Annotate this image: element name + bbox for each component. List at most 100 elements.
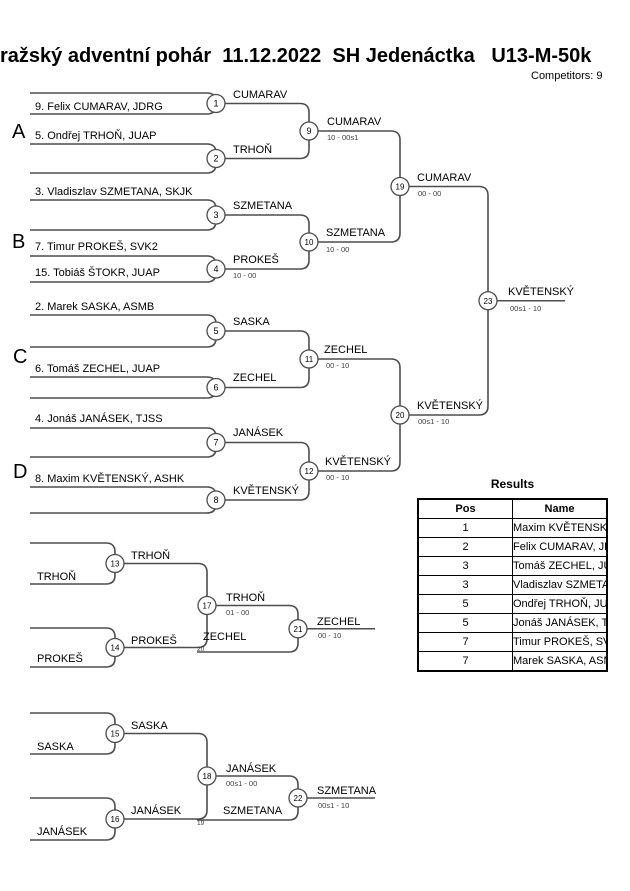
match-18-node: 18: [197, 766, 217, 786]
svg-text:3: 3: [213, 210, 218, 220]
group-c-label: C: [13, 346, 28, 368]
match-6-node: 6: [206, 377, 226, 398]
results-row: 5 Jonáš JANÁSEK, TJSS: [417, 613, 608, 633]
match-21-node: 21: [288, 619, 308, 639]
results-title: Results: [490, 477, 535, 491]
group-a-label: A: [12, 121, 26, 143]
svg-text:16: 16: [111, 815, 120, 824]
dropin-zechel-label: ZECHEL: [203, 631, 247, 643]
svg-text:8: 8: [213, 495, 218, 505]
match-15-node: 15: [105, 723, 125, 744]
result-name: Maxim KVĚTENSKÝ, ASHK: [512, 518, 608, 538]
match-7-winner-label: JANÁSEK: [233, 427, 284, 439]
match-3-node: 3: [206, 205, 226, 225]
entrant-janasek-label: 4. Jonáš JANÁSEK, TJSS: [35, 413, 163, 425]
results-row: 5 Ondřej TRHOŇ, JUAP: [417, 594, 608, 614]
match-8-winner-label: KVĚTENSKÝ: [233, 485, 300, 497]
svg-text:20: 20: [396, 411, 405, 420]
match-9-winner-label: CUMARAV: [327, 116, 382, 128]
group-d-label: D: [13, 461, 28, 483]
result-pos: 5: [417, 613, 513, 633]
match-11-score: 00 - 10: [326, 361, 350, 370]
match-23-score: 00s1 - 10: [510, 304, 542, 313]
match-18-score: 00s1 - 00: [226, 779, 258, 788]
entrant-zechel-label: 6. Tomáš ZECHEL, JUAP: [35, 363, 161, 375]
svg-text:21: 21: [294, 625, 303, 634]
consolation1-top-entrant-label: TRHOŇ: [37, 571, 77, 583]
match-18-winner-label: JANÁSEK: [226, 763, 277, 775]
match-11-node: 11: [299, 349, 319, 369]
match-5-winner-label: SASKA: [233, 316, 270, 328]
match-17-score: 01 - 00: [226, 608, 250, 617]
match-22-winner-label: SZMETANA: [317, 785, 377, 797]
match-4-winner-label: PROKEŠ: [233, 254, 279, 266]
match-10-score: 10 - 00: [326, 245, 350, 254]
group-b-label: B: [12, 231, 26, 253]
match-19-node: 19: [390, 176, 410, 197]
svg-text:1: 1: [213, 99, 218, 109]
entrant-stokr-label: 15. Tobiáš ŠTOKR, JUAP: [35, 267, 160, 279]
match-2-connector: [30, 143, 217, 174]
result-pos: 7: [417, 651, 513, 672]
competitors-count: Competitors: 9: [531, 70, 603, 82]
dropin-szmetana-source-match: 19: [197, 820, 205, 827]
match-5-node: 5: [206, 321, 226, 341]
match-13-node: 13: [105, 553, 125, 574]
match-23-winner-label: KVĚTENSKÝ: [508, 286, 575, 298]
match-2-node: 2: [206, 148, 226, 169]
match-4-node: 4: [206, 259, 226, 279]
svg-text:2: 2: [213, 154, 218, 164]
match-19-connector: [318, 130, 401, 243]
match-20-winner-label: KVĚTENSKÝ: [417, 400, 484, 412]
match-2-winner-label: TRHOŇ: [233, 144, 273, 156]
match-16-node: 16: [105, 809, 125, 829]
match-6-connector: [30, 376, 217, 399]
entrant-kvetensky-label: 8. Maxim KVĚTENSKÝ, ASHK: [35, 473, 185, 485]
results-row: 7 Marek SASKA, ASMB: [417, 651, 608, 672]
result-pos: 3: [417, 575, 513, 595]
match-9-score: 10 - 00s1: [327, 133, 359, 142]
match-20-node: 20: [390, 405, 410, 425]
match-17-node: 17: [197, 595, 217, 616]
consolation2-top-entrant-label: SASKA: [37, 741, 74, 753]
result-name: Vladiszlav SZMETANA, SKJK: [512, 575, 608, 595]
svg-text:5: 5: [213, 326, 218, 336]
match-19-winner-label: CUMARAV: [417, 172, 472, 184]
dropin-szmetana-label: SZMETANA: [223, 805, 283, 817]
svg-text:13: 13: [111, 560, 120, 569]
match-23-node: 23: [478, 291, 498, 311]
entrant-trhon-label: 5. Ondřej TRHOŇ, JUAP: [35, 130, 157, 142]
results-table: Pos Name 1 Maxim KVĚTENSKÝ, ASHK 2 Felix…: [417, 498, 608, 672]
result-name: Timur PROKEŠ, SVK2: [512, 632, 608, 652]
svg-text:14: 14: [111, 644, 120, 653]
entrant-szmetana-label: 3. Vladiszlav SZMETANA, SKJK: [35, 186, 193, 198]
svg-text:19: 19: [396, 183, 405, 192]
match-1-node: 1: [206, 93, 226, 114]
results-row: 3 Tomáš ZECHEL, JUAP: [417, 556, 608, 576]
match-10-winner-label: SZMETANA: [326, 227, 386, 239]
match-3-winner-label: SZMETANA: [233, 200, 293, 212]
results-row: 1 Maxim KVĚTENSKÝ, ASHK: [417, 518, 608, 538]
svg-text:22: 22: [294, 794, 303, 803]
match-22-score: 00s1 - 10: [318, 801, 350, 810]
result-name: Ondřej TRHOŇ, JUAP: [512, 594, 608, 614]
result-name: Felix CUMARAV, JDRG: [512, 537, 608, 557]
match-22-node: 22: [288, 788, 308, 808]
result-name: Tomáš ZECHEL, JUAP: [512, 556, 608, 576]
consolation1-bottom-entrant-label: PROKEŠ: [37, 653, 83, 665]
consolation2-bottom-entrant-label: JANÁSEK: [37, 826, 88, 838]
match-13-winner-label: TRHOŇ: [131, 550, 171, 562]
match-4-score: 10 - 00: [233, 271, 257, 280]
entrant-cumarav-label: 9. Felix CUMARAV, JDRG: [35, 101, 163, 113]
result-pos: 5: [417, 594, 513, 614]
result-pos: 3: [417, 556, 513, 576]
result-pos: 7: [417, 632, 513, 652]
entrant-saska-label: 2. Marek SASKA, ASMB: [35, 301, 155, 313]
match-20-score: 00s1 - 10: [418, 417, 450, 426]
svg-text:23: 23: [484, 297, 493, 306]
entrant-prokes-label: 7. Timur PROKEŠ, SVK2: [35, 241, 158, 253]
match-8-connector: [30, 486, 217, 514]
match-12-node: 12: [299, 461, 319, 481]
match-21-score: 00 - 10: [318, 631, 342, 640]
